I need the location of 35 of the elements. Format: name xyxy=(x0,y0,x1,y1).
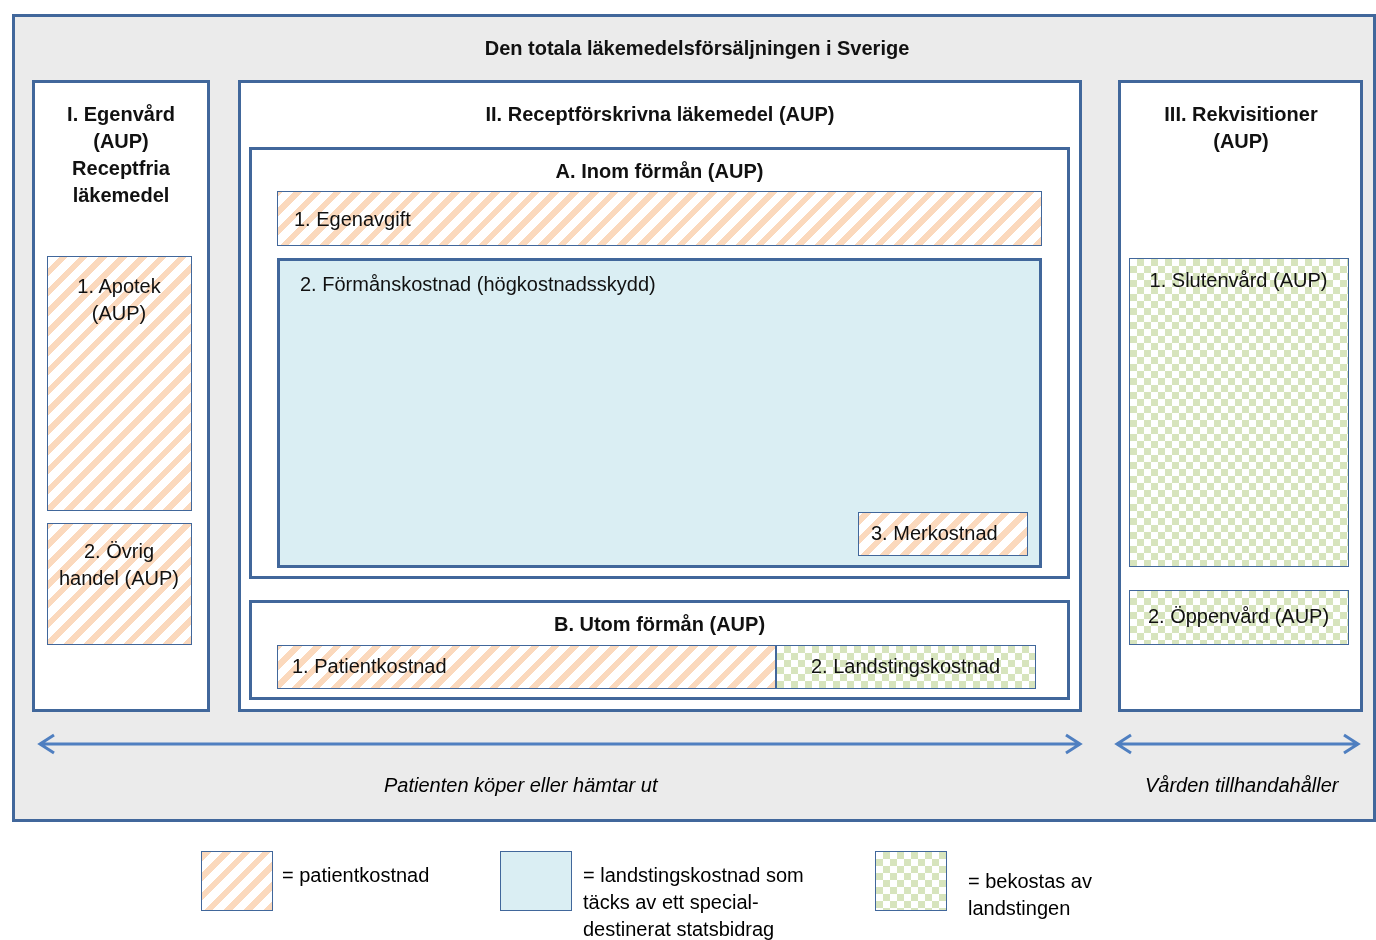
box-heading: A. Inom förmån (AUP) xyxy=(554,159,765,184)
group-box xyxy=(238,80,1082,712)
category-box xyxy=(1129,590,1349,645)
box-heading: Den totala läkemedelsförsäljningen i Sverige xyxy=(483,36,911,61)
legend-text: = bekostas av landstingen xyxy=(968,869,1093,921)
category-box xyxy=(277,191,1042,246)
range-caption: Patienten köper eller hämtar ut xyxy=(384,774,658,797)
group-box xyxy=(12,14,1376,822)
group-box xyxy=(249,147,1070,579)
category-box xyxy=(277,645,776,689)
box-heading: I. Egenvård (AUP) Receptfria läkemedel xyxy=(66,102,176,208)
box-label: 2. Övrig handel (AUP) xyxy=(57,539,181,591)
box-label: 1. Slutenvård (AUP) xyxy=(1148,268,1329,293)
group-box xyxy=(32,80,210,712)
box-label: 1. Apotek (AUP) xyxy=(76,274,162,326)
box-label: 2. Förmånskostnad (högkostnadsskydd) xyxy=(300,272,657,297)
legend-text: = patientkostnad xyxy=(282,863,431,888)
legend-text: = landstingskostnad som täcks av ett special-destinerat statsbidrag xyxy=(583,863,805,940)
box-label: 1. Patientkostnad xyxy=(292,654,448,679)
category-box xyxy=(47,523,192,645)
range-caption: Vården tillhandahåller xyxy=(1145,774,1339,797)
box-label: 2. Landstingskostnad xyxy=(810,654,1001,679)
category-box xyxy=(47,256,192,511)
box-heading: III. Rekvisitioner (AUP) xyxy=(1163,102,1319,154)
category-box xyxy=(858,512,1028,556)
box-label: 2. Öppenvård (AUP) xyxy=(1146,604,1331,629)
box-heading: II. Receptförskrivna läkemedel (AUP) xyxy=(484,102,836,127)
box-heading: B. Utom förmån (AUP) xyxy=(552,612,767,637)
category-box xyxy=(1129,258,1349,567)
category-box xyxy=(776,645,1036,689)
box-label: 3. Merkostnad xyxy=(871,521,999,546)
group-box xyxy=(1118,80,1363,712)
group-box xyxy=(249,600,1070,700)
box-label: 1. Egenavgift xyxy=(294,207,412,232)
group-box xyxy=(277,258,1042,568)
